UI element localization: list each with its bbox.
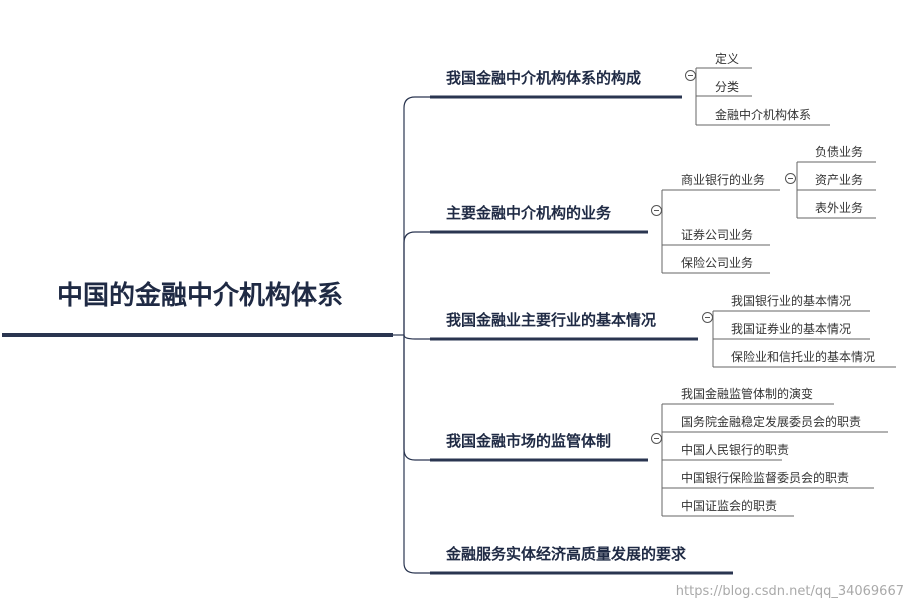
leaf-insurance-company[interactable]: 保险公司业务: [681, 256, 754, 270]
leaf-securities[interactable]: 我国证券业的基本情况: [731, 322, 852, 336]
branch-structure[interactable]: 我国金融中介机构体系的构成: [446, 69, 642, 87]
collapse-toggle-icon[interactable]: [651, 205, 662, 216]
leaf-insurance-trust[interactable]: 保险业和信托业的基本情况: [731, 350, 876, 364]
leaf-classification[interactable]: 分类: [715, 80, 740, 94]
leaf-commercial-bank[interactable]: 商业银行的业务: [681, 173, 766, 187]
leaf-system[interactable]: 金融中介机构体系: [715, 108, 812, 122]
collapse-toggle-icon[interactable]: [651, 433, 662, 444]
leaf-banking[interactable]: 我国银行业的基本情况: [731, 294, 852, 308]
collapse-toggle-icon[interactable]: [785, 173, 796, 184]
branch-industry[interactable]: 我国金融业主要行业的基本情况: [446, 311, 657, 329]
collapse-toggle-icon[interactable]: [685, 70, 696, 81]
leaf-pboc[interactable]: 中国人民银行的职责: [681, 443, 790, 457]
collapse-toggle-icon[interactable]: [702, 312, 713, 323]
leaf-securities-company[interactable]: 证券公司业务: [681, 228, 754, 242]
leaf-cbirc[interactable]: 中国银行保险监督委员会的职责: [681, 471, 850, 485]
leaf-liability[interactable]: 负债业务: [815, 145, 864, 159]
watermark-text: https://blog.csdn.net/qq_34069667: [675, 584, 904, 599]
leaf-off-balance[interactable]: 表外业务: [815, 201, 864, 215]
leaf-state-council[interactable]: 国务院金融稳定发展委员会的职责: [681, 415, 862, 429]
branch-requirements[interactable]: 金融服务实体经济高质量发展的要求: [446, 545, 687, 563]
root-topic[interactable]: 中国的金融中介机构体系: [56, 281, 343, 311]
leaf-asset[interactable]: 资产业务: [815, 173, 864, 187]
leaf-evolution[interactable]: 我国金融监管体制的演变: [681, 387, 814, 401]
leaf-csrc[interactable]: 中国证监会的职责: [681, 499, 778, 513]
leaf-definition[interactable]: 定义: [715, 52, 740, 66]
branch-regulation[interactable]: 我国金融市场的监管体制: [446, 432, 612, 450]
branch-business[interactable]: 主要金融中介机构的业务: [446, 204, 612, 222]
